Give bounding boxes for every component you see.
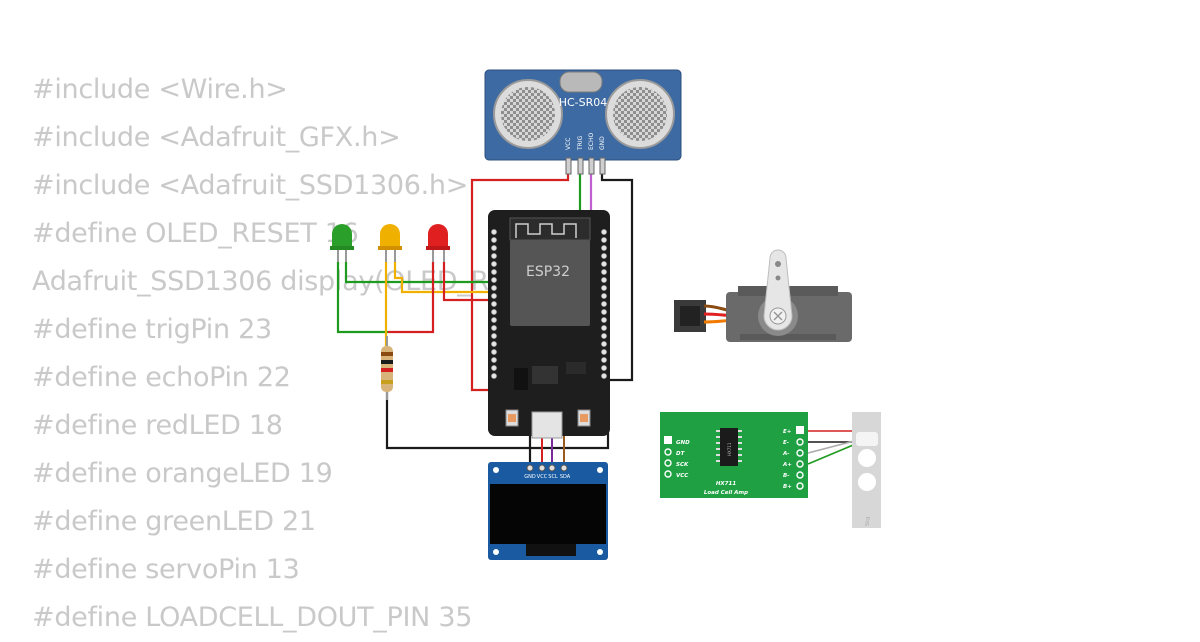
esp32-pin: [601, 253, 607, 259]
wire-lc-white: [807, 439, 859, 454]
code-line: #define orangeLED 19: [32, 458, 333, 489]
esp32-pin: [601, 301, 607, 307]
esp32-pin: [491, 325, 497, 331]
hx711-chip-label: HX711: [727, 442, 732, 456]
esp32-pin: [491, 341, 497, 347]
esp32-pin: [491, 237, 497, 243]
green-led[interactable]: [330, 224, 354, 262]
pin-label-vcc: VCC: [565, 138, 572, 150]
pin-label-trig: TRIG: [577, 135, 584, 151]
oled-display[interactable]: GND VCC SCL SDA: [488, 462, 608, 560]
hc-sr04-label: HC-SR04: [559, 96, 608, 109]
esp32-pin: [491, 317, 497, 323]
esp32-pin: [491, 365, 497, 371]
code-line: #define OLED_RESET 16: [32, 218, 359, 249]
code-line: #define redLED 18: [32, 410, 283, 441]
resistor[interactable]: [381, 336, 393, 400]
wire-lc-green: [807, 442, 859, 465]
wire-green-led-cathode: [336, 262, 388, 334]
code-line: #include <Adafruit_SSD1306.h>: [32, 170, 469, 201]
esp32-pin: [601, 325, 607, 331]
esp32-label: ESP32: [526, 264, 570, 280]
esp32-pin: [601, 293, 607, 299]
hx711-title: HX711: [716, 481, 736, 487]
esp32-pin: [601, 317, 607, 323]
esp32-pin: [601, 229, 607, 235]
hx711-pin-bminus: B-: [783, 473, 789, 479]
hx711-pin-sck: SCK: [676, 462, 689, 468]
red-led[interactable]: [426, 224, 450, 262]
oled-pin-sda: SDA: [560, 474, 571, 480]
esp32-pin: [491, 301, 497, 307]
code-line: #define echoPin 22: [32, 362, 291, 393]
hx711-subtitle: Load Cell Amp: [704, 490, 748, 496]
oled-pin-vcc: VCC: [537, 474, 548, 480]
hx711-pin-dt: DT: [676, 451, 686, 457]
esp32-pin: [601, 365, 607, 371]
esp32-pin: [491, 309, 497, 315]
orange-led[interactable]: [378, 224, 402, 262]
load-cell[interactable]: 5kg: [852, 412, 881, 528]
esp32-pin: [491, 293, 497, 299]
esp32-pin: [601, 333, 607, 339]
wire-red-led-cathode: [388, 262, 435, 334]
esp32-pin: [601, 285, 607, 291]
esp32-pin: [491, 357, 497, 363]
esp32-pin: [601, 237, 607, 243]
code-line: #define servoPin 13: [32, 554, 300, 585]
hx711-pin-vcc: VCC: [676, 473, 688, 479]
esp32-pin: [601, 277, 607, 283]
code-line: #define trigPin 23: [32, 314, 272, 345]
wire-orange-led: [393, 262, 604, 294]
hx711-pin-eplus: E+: [783, 429, 792, 435]
code-line: #include <Wire.h>: [32, 74, 288, 105]
esp32-pin: [601, 341, 607, 347]
esp32-pin: [491, 245, 497, 251]
hx711-pin-bplus: B+: [783, 484, 792, 490]
esp32-pin: [491, 269, 497, 275]
esp32-pin: [491, 373, 497, 379]
esp32-pin: [601, 349, 607, 355]
hx711-pin-gnd: GND: [676, 440, 690, 446]
code-line: #include <Adafruit_GFX.h>: [32, 122, 401, 153]
hx711-module[interactable]: HX711 GND DT SCK VCC E+ E- A- A+ B- B+ H…: [660, 412, 808, 498]
esp32-pin: [491, 349, 497, 355]
hx711-pin-aminus: A-: [782, 451, 790, 457]
esp32-pin: [601, 309, 607, 315]
esp32-pin: [491, 285, 497, 291]
oled-pin-scl: SCL: [548, 474, 558, 480]
esp32-pin: [601, 269, 607, 275]
esp32-pin: [491, 253, 497, 259]
esp32-pin-headers: [491, 229, 607, 379]
pin-label-gnd: GND: [599, 136, 606, 150]
hc-sr04-sensor[interactable]: HC-SR04 VCC TRIG ECHO GND: [484, 69, 682, 175]
servo-motor[interactable]: [674, 249, 852, 342]
esp32-board[interactable]: ESP32: [488, 210, 610, 439]
esp32-pin: [491, 229, 497, 235]
esp32-pin: [601, 261, 607, 267]
hx711-pin-eminus: E-: [783, 440, 789, 446]
code-line: #define LOADCELL_DOUT_PIN 35: [32, 602, 473, 633]
load-cell-label: 5kg: [865, 517, 871, 526]
esp32-pin: [601, 357, 607, 363]
hx711-pin-aplus: A+: [782, 462, 792, 468]
esp32-pin: [601, 245, 607, 251]
code-line: #define greenLED 21: [32, 506, 316, 537]
esp32-pin: [491, 277, 497, 283]
esp32-pin: [491, 261, 497, 267]
esp32-pin: [601, 373, 607, 379]
esp32-pin: [491, 333, 497, 339]
oled-pin-gnd: GND: [524, 474, 536, 480]
code-listing: #include <Wire.h> #include <Adafruit_GFX.…: [32, 66, 575, 642]
pin-label-echo: ECHO: [588, 133, 595, 150]
